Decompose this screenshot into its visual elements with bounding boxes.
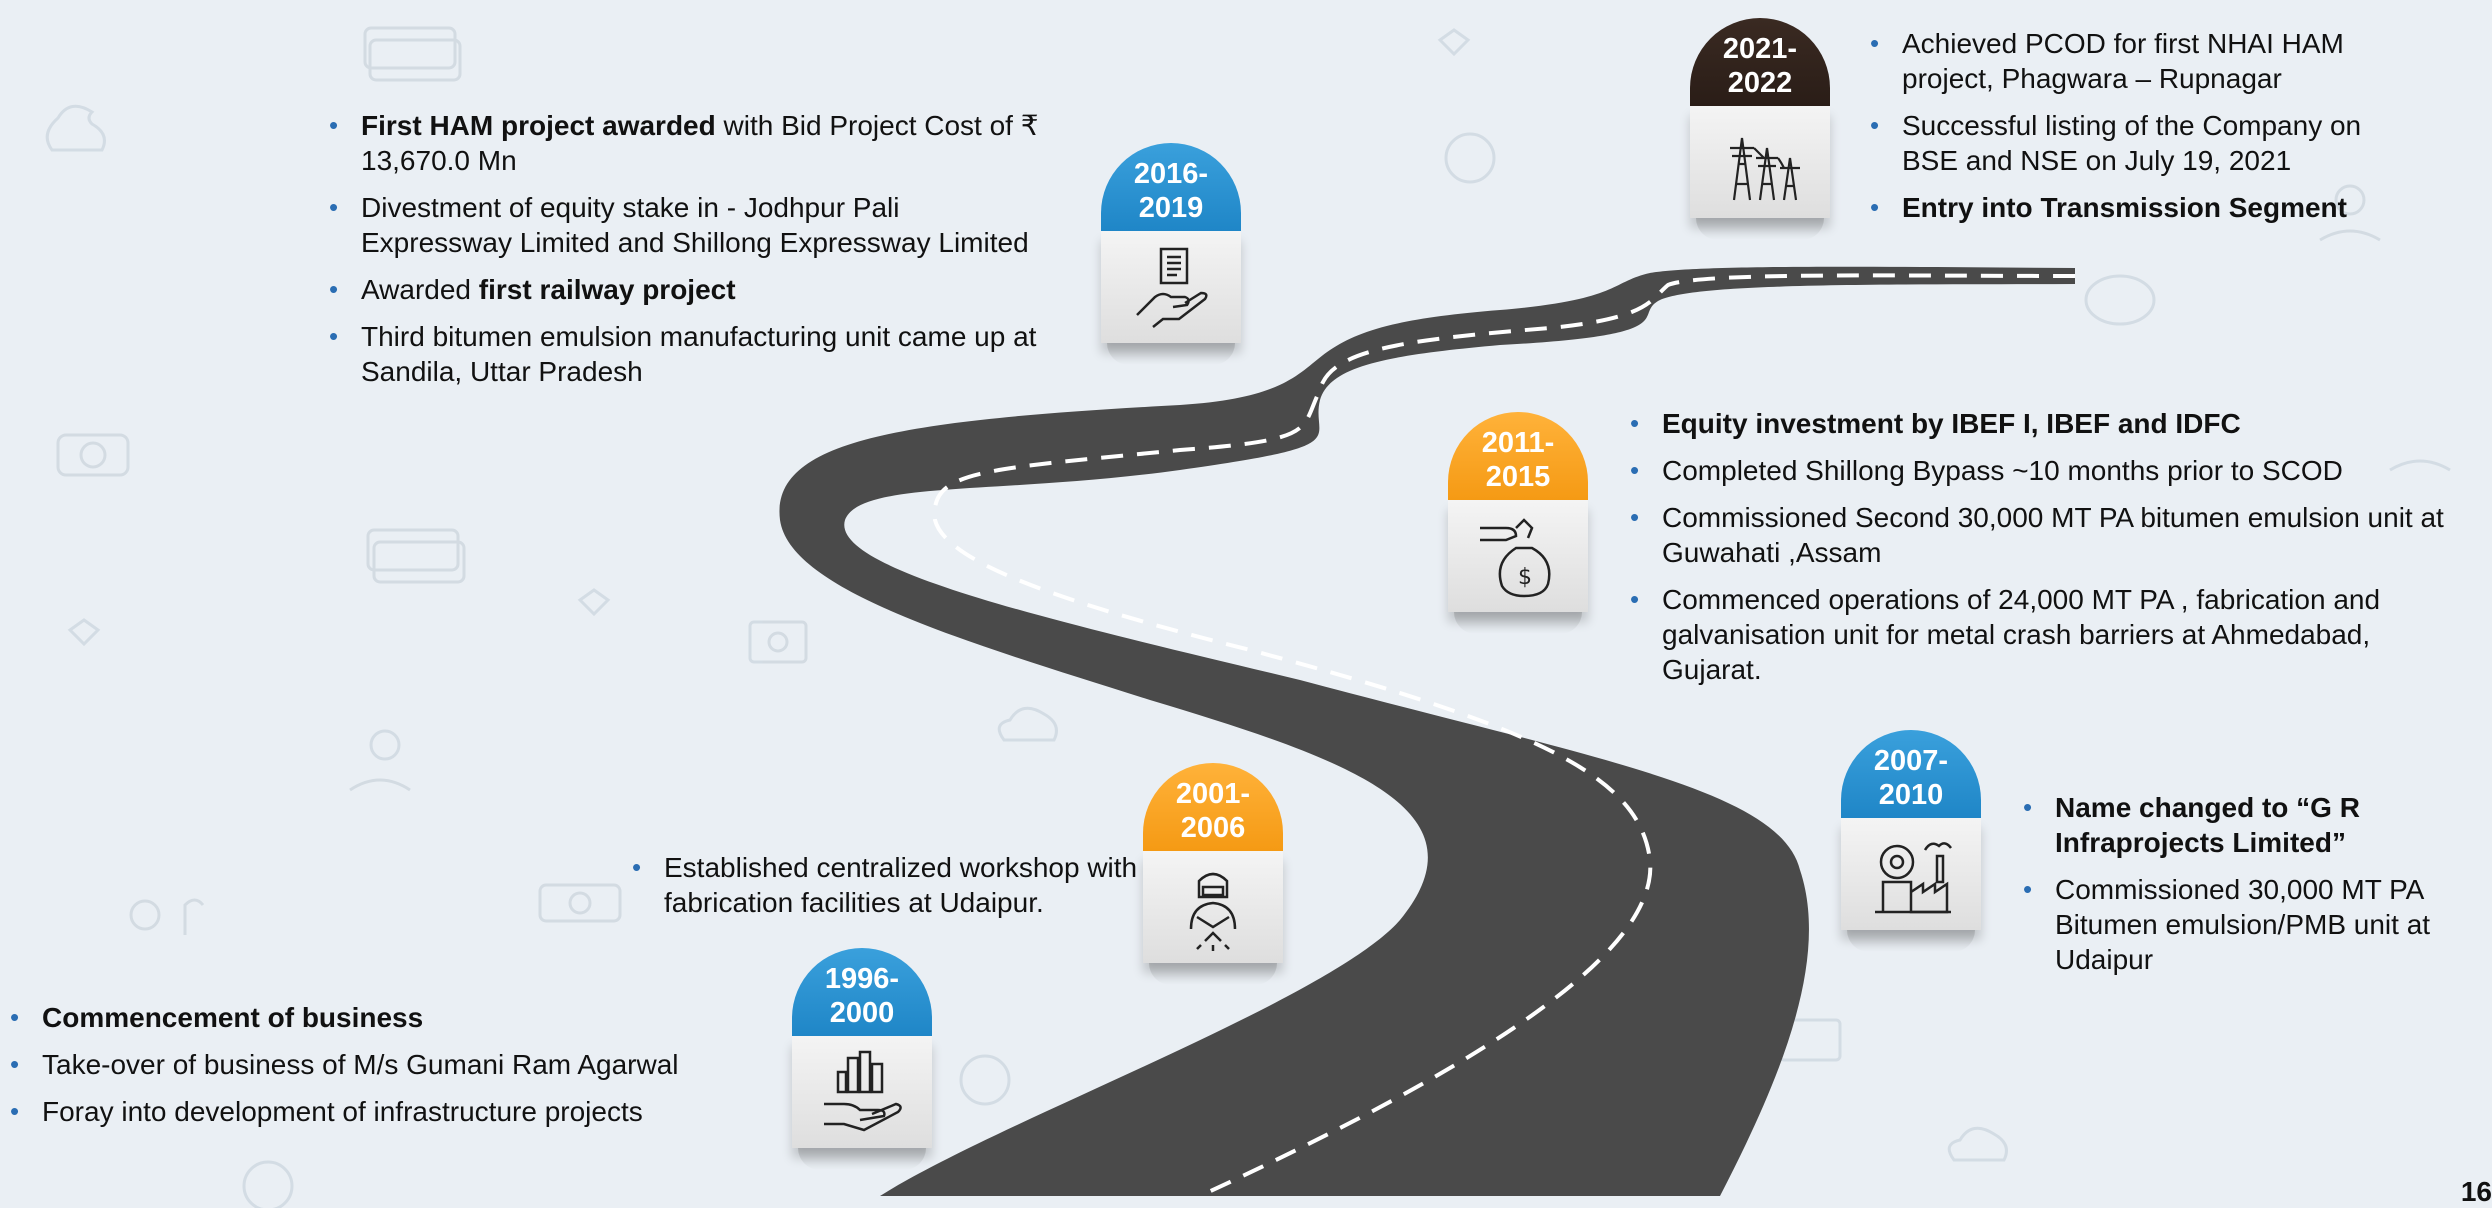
bullet-text: Commissioned Second 30,000 MT PA bitumen… — [1662, 502, 2444, 568]
bullet-text: Established centralized workshop with fa… — [664, 852, 1138, 918]
card-shadow — [798, 1148, 926, 1170]
bullet-item: Awarded first railway project — [325, 272, 1045, 307]
bullet-text: Third bitumen emulsion manufacturing uni… — [361, 321, 1037, 387]
year-start: 2011- — [1481, 427, 1555, 459]
year-badge: 2016-2019 — [1101, 143, 1241, 231]
bullet-text: Foray into development of infrastructure… — [42, 1096, 643, 1127]
milestone-2001-2006: 2001-2006 — [1143, 763, 1283, 985]
bullets-2007-2010: Name changed to “G R Infraprojects Limit… — [2019, 790, 2459, 989]
bullet-item: Commencement of business — [6, 1000, 766, 1035]
bullet-item: Equity investment by IBEF I, IBEF and ID… — [1626, 406, 2466, 441]
year-end: 2000 — [829, 997, 895, 1029]
bullet-item: Third bitumen emulsion manufacturing uni… — [325, 319, 1045, 389]
card-shadow — [1107, 343, 1235, 365]
year-badge: 2011-2015 — [1448, 412, 1588, 500]
bullet-item: Take-over of business of M/s Gumani Ram … — [6, 1047, 766, 1082]
page-number: 16 — [2460, 1176, 2492, 1207]
bullet-item: Successful listing of the Company on BSE… — [1866, 108, 2406, 178]
bullet-text: Commissioned 30,000 MT PA Bitumen emulsi… — [2055, 874, 2431, 975]
milestone-2021-2022: 2021-2022 — [1690, 18, 1830, 240]
bullet-text: Awarded — [361, 274, 479, 305]
year-end: 2006 — [1180, 812, 1246, 844]
bullet-item: Commissioned 30,000 MT PA Bitumen emulsi… — [2019, 872, 2459, 977]
bullet-bold: Commencement of business — [42, 1002, 424, 1033]
card-shadow — [1847, 930, 1975, 952]
welder-icon — [1189, 872, 1237, 951]
bullet-item: First HAM project awarded with Bid Proje… — [325, 108, 1045, 178]
year-badge: 1996-2000 — [792, 948, 932, 1036]
bullet-item: Established centralized workshop with fa… — [628, 850, 1148, 920]
money-bag-icon: $ — [1480, 518, 1551, 598]
transmission-tower-icon — [1730, 137, 1800, 201]
card-shadow — [1149, 963, 1277, 985]
year-end: 2015 — [1485, 461, 1551, 493]
milestone-2011-2015: 2011-2015 $ — [1448, 412, 1588, 634]
bullet-bold: Entry into Transmission Segment — [1902, 192, 2347, 223]
bullets-2021-2022: Achieved PCOD for first NHAI HAM project… — [1866, 26, 2406, 237]
bullet-text: Achieved PCOD for first NHAI HAM project… — [1902, 28, 2344, 94]
bullet-bold: First HAM project awarded — [361, 110, 716, 141]
icon-card — [1143, 851, 1283, 963]
bullets-2001-2006: Established centralized workshop with fa… — [628, 850, 1148, 932]
bullets-1996-2000: Commencement of business Take-over of bu… — [6, 1000, 766, 1141]
svg-text:$: $ — [1518, 565, 1532, 590]
bullet-bold: Name changed to “G R Infraprojects Limit… — [2055, 792, 2360, 858]
year-start: 1996- — [824, 963, 900, 995]
year-end: 2019 — [1138, 192, 1204, 224]
milestone-1996-2000: 1996-2000 — [792, 948, 932, 1170]
icon-card — [792, 1036, 932, 1148]
icon-card — [1101, 231, 1241, 343]
bullets-2016-2019: First HAM project awarded with Bid Proje… — [325, 108, 1045, 401]
bullet-item: Completed Shillong Bypass ~10 months pri… — [1626, 453, 2466, 488]
bullet-text: Successful listing of the Company on BSE… — [1902, 110, 2362, 176]
bullet-text: Take-over of business of M/s Gumani Ram … — [42, 1049, 679, 1080]
year-start: 2007- — [1873, 745, 1949, 777]
factory-icon — [1875, 842, 1952, 914]
icon-card: $ — [1448, 500, 1588, 612]
bullet-item: Divestment of equity stake in - Jodhpur … — [325, 190, 1045, 260]
road-surface — [779, 266, 2075, 1196]
year-end: 2010 — [1878, 779, 1944, 811]
bullets-2011-2015: Equity investment by IBEF I, IBEF and ID… — [1626, 406, 2466, 699]
year-badge: 2001-2006 — [1143, 763, 1283, 851]
milestone-2016-2019: 2016-2019 — [1101, 143, 1241, 365]
card-shadow — [1696, 218, 1824, 240]
bullet-text: Completed Shillong Bypass ~10 months pri… — [1662, 455, 2343, 486]
bullet-item: Entry into Transmission Segment — [1866, 190, 2406, 225]
bullet-text: Divestment of equity stake in - Jodhpur … — [361, 192, 1029, 258]
bullet-item: Name changed to “G R Infraprojects Limit… — [2019, 790, 2459, 860]
bullet-bold: Equity investment by IBEF I, IBEF and ID… — [1662, 408, 2241, 439]
bullet-item: Commissioned Second 30,000 MT PA bitumen… — [1626, 500, 2466, 570]
bullet-text: with Bid Project Cost of ₹ 13,670.0 Mn — [361, 110, 1039, 176]
year-badge: 2007-2010 — [1841, 730, 1981, 818]
bullet-item: Foray into development of infrastructure… — [6, 1094, 766, 1129]
year-end: 2022 — [1727, 67, 1793, 99]
bullet-item: Commenced operations of 24,000 MT PA , f… — [1626, 582, 2466, 687]
bullet-item: Achieved PCOD for first NHAI HAM project… — [1866, 26, 2406, 96]
year-start: 2016- — [1133, 158, 1209, 190]
icon-card — [1690, 106, 1830, 218]
bullet-bold: first railway project — [478, 274, 736, 305]
milestone-2007-2010: 2007-2010 — [1841, 730, 1981, 952]
document-in-hand-icon — [1136, 247, 1208, 328]
card-shadow — [1454, 612, 1582, 634]
city-in-hand-icon — [824, 1050, 902, 1132]
year-badge: 2021-2022 — [1690, 18, 1830, 106]
year-start: 2001- — [1175, 778, 1251, 810]
year-start: 2021- — [1722, 33, 1798, 65]
bullet-text: Commenced operations of 24,000 MT PA , f… — [1662, 584, 2381, 685]
icon-card — [1841, 818, 1981, 930]
